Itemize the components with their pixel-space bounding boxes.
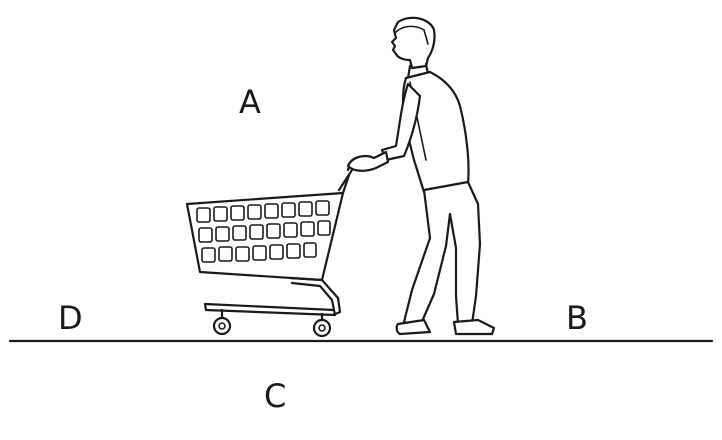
- label-a: A: [239, 83, 261, 121]
- label-b: B: [566, 299, 588, 337]
- person-icon: [346, 16, 496, 336]
- label-d: D: [58, 299, 83, 337]
- shopping-cart-icon: [185, 156, 368, 338]
- label-c: C: [264, 377, 287, 415]
